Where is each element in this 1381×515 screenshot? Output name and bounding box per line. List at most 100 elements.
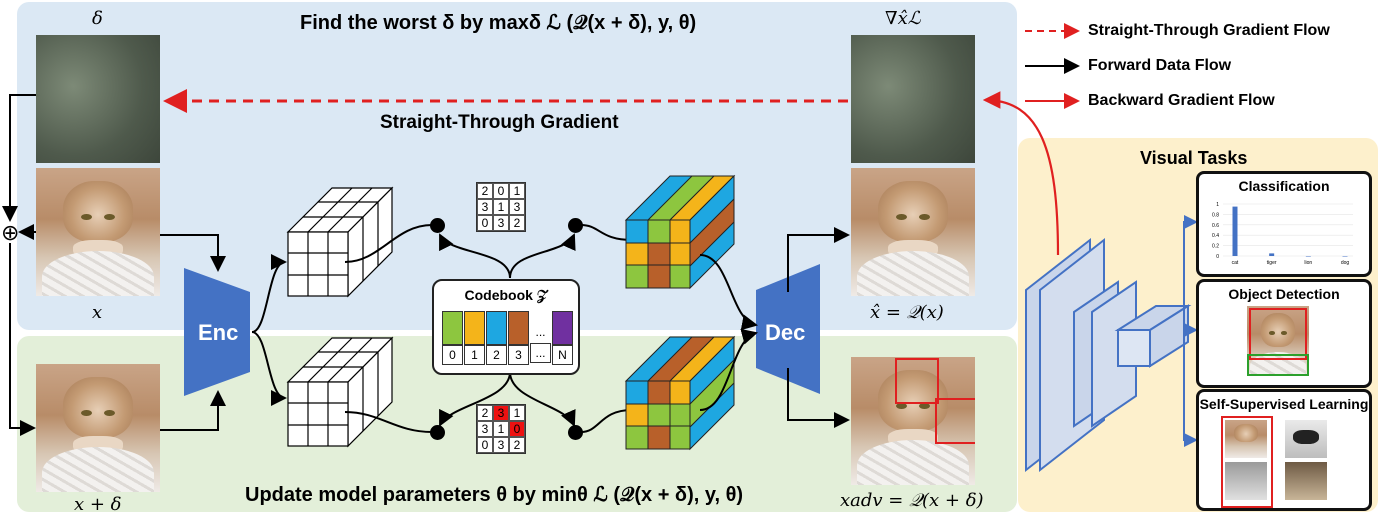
gradient-label: ∇x̂ℒ [885, 8, 921, 29]
x-hat-label: x̂ = 𝒬(x) [870, 302, 944, 323]
straight-through-label: Straight-Through Gradient [380, 112, 619, 133]
y-tick-label: 0.8 [1212, 212, 1219, 218]
codebook-index: 1 [464, 345, 485, 365]
oplus-symbol: ⊕ [1, 220, 20, 245]
enc-label: Enc [198, 320, 239, 345]
perturbation-image [36, 35, 160, 163]
bar [1342, 256, 1348, 257]
task-object-detection: Object Detection [1196, 279, 1372, 388]
codebook-index: 2 [486, 345, 507, 365]
codebook-swatch [486, 311, 507, 345]
positive-pair-box [1221, 416, 1273, 508]
codebook-index: 3 [508, 345, 529, 365]
bar [1305, 256, 1311, 257]
feature-cube-top [286, 186, 394, 298]
index-cell: 0 [477, 215, 493, 231]
delta-label: δ [92, 8, 103, 29]
index-cell: 2 [509, 215, 525, 231]
top-panel [17, 2, 1017, 330]
index-cell: 2 [477, 405, 493, 421]
index-cell: 3 [509, 199, 525, 215]
quantized-cube-bottom [624, 335, 736, 451]
index-cell: 2 [509, 437, 525, 453]
dec-label: Dec [765, 320, 806, 345]
codebook-entry: ...... [530, 311, 551, 365]
codebook-entry: 3 [508, 311, 529, 365]
y-tick-label: 0.6 [1212, 223, 1219, 229]
detection-image [1247, 306, 1309, 376]
feature-cube-bottom [286, 336, 394, 448]
quantized-cube-top [624, 174, 736, 290]
x-adv-label: xadv = 𝒬(x + δ) [840, 490, 984, 511]
index-cell: 3 [477, 199, 493, 215]
x-plus-delta-label: x + δ [74, 494, 122, 515]
adversarial-image [851, 357, 975, 485]
index-cell: 2 [477, 183, 493, 199]
input-image-x [36, 168, 160, 296]
codebook-entry: 0 [442, 311, 463, 365]
y-tick-label: 1 [1216, 202, 1219, 208]
codebook-title: Codebook 𝒵 [464, 287, 548, 303]
backward-gradient-arrow [982, 91, 1060, 256]
codebook-swatch [464, 311, 485, 345]
category-label: dog [1341, 260, 1350, 266]
ssl-image-cat-gray [1225, 462, 1267, 500]
index-cell: 1 [493, 199, 509, 215]
backbone-network [1025, 237, 1192, 473]
codebook-index: N [552, 345, 573, 365]
visual-tasks-title: Visual Tasks [1140, 148, 1248, 168]
codebook-index: 0 [442, 345, 463, 365]
bar [1269, 253, 1275, 256]
index-cell: 1 [509, 405, 525, 421]
quantize-node-top-right [568, 218, 583, 233]
index-cell: 1 [493, 421, 509, 437]
task-classification-title: Classification [1238, 178, 1330, 194]
bottom-title: Update model parameters θ by minθ ℒ (𝒬(x… [245, 484, 744, 506]
bar [1232, 206, 1238, 256]
y-tick-label: 0.2 [1212, 244, 1219, 250]
index-cell: 3 [493, 437, 509, 453]
index-cell: 3 [477, 421, 493, 437]
index-cell: 3 [493, 405, 509, 421]
quantize-node-bottom-right [568, 425, 583, 440]
classification-chart: 1 0.8 0.6 0.4 0.2 0 cat tiger lion dog [1212, 202, 1353, 266]
quantize-node-bottom-left [430, 425, 445, 440]
category-label: lion [1304, 260, 1312, 266]
ssl-image-cat [1225, 420, 1267, 458]
y-tick-label: 0.4 [1212, 233, 1219, 239]
task-ssl-title: Self-Supervised Learning [1199, 396, 1369, 412]
y-tick-label: 0 [1216, 254, 1219, 260]
codebook-swatch [508, 311, 529, 345]
codebook-swatch [442, 311, 463, 345]
decoder-block [756, 264, 820, 394]
top-title: Find the worst δ by maxδ ℒ (𝒬(x + δ), y,… [300, 12, 697, 34]
reconstruction-image [851, 168, 975, 296]
task-classification: Classification 1 0.8 0.6 0.4 0.2 0 cat tiger lio… [1196, 171, 1372, 277]
codebook-entry: 1 [464, 311, 485, 365]
input-image-x-plus-delta [36, 364, 160, 492]
codebook-swatch [552, 311, 573, 345]
codebook-index: ... [530, 343, 551, 363]
index-cell: 0 [509, 421, 525, 437]
gradient-image [851, 35, 975, 163]
legend-backward: Backward Gradient Flow [1088, 92, 1275, 109]
index-cell: 0 [493, 183, 509, 199]
codebook-swatch: ... [530, 311, 551, 343]
quantize-node-top-left [430, 218, 445, 233]
codebook-entry: N [552, 311, 573, 365]
ssl-image-zebra [1285, 420, 1327, 458]
task-self-supervised: Self-Supervised Learning [1196, 389, 1372, 511]
legend-straight-through: Straight-Through Gradient Flow [1088, 22, 1330, 39]
encoder-block [184, 268, 250, 396]
task-detection-title: Object Detection [1228, 286, 1340, 302]
category-label: tiger [1267, 260, 1277, 266]
category-label: cat [1232, 260, 1239, 266]
legend-forward: Forward Data Flow [1088, 57, 1232, 74]
codebook-entry: 2 [486, 311, 507, 365]
index-cell: 3 [493, 215, 509, 231]
